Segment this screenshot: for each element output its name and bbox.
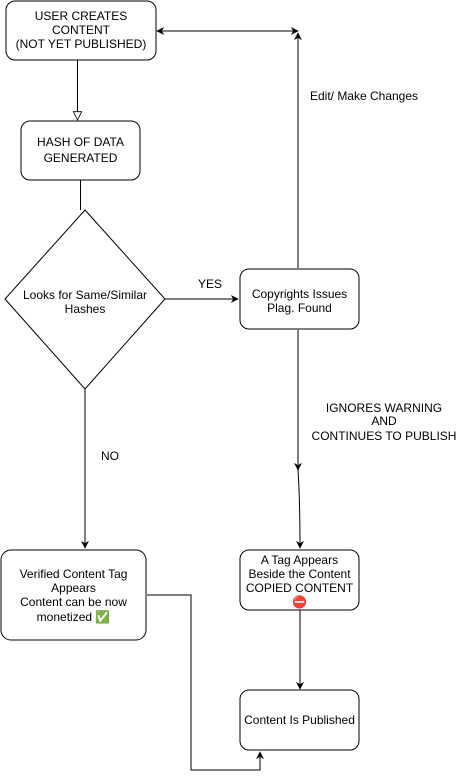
node-tag-appears-line-2: Beside the Content (248, 567, 351, 581)
node-hash-generated: HASH OF DATA GENERATED (20, 120, 141, 181)
node-copyright-issues-line-1: Copyrights Issues (252, 287, 347, 301)
node-verified-content-tag: Verified Content Tag Appears Content can… (0, 549, 147, 641)
node-hash-generated-line-1: HASH OF DATA (37, 135, 124, 149)
node-content-published-line-1: Content Is Published (244, 713, 355, 727)
node-user-creates-content: USER CREATES CONTENT (NOT YET PUBLISHED) (5, 0, 157, 61)
node-copyright-issues-line-2: Plag. Found (267, 301, 332, 315)
node-user-creates-content-line-1: USER CREATES (35, 9, 127, 23)
node-tag-appears: A Tag Appears Beside the Content COPIED … (239, 549, 360, 611)
edge-label-edit-changes: Edit/ Make Changes (310, 89, 418, 103)
edge-label-no: NO (101, 449, 119, 463)
node-user-creates-content-line-3: (NOT YET PUBLISHED) (16, 37, 147, 51)
node-tag-appears-line-3: COPIED CONTENT (246, 581, 354, 595)
edge-label-ignores-line-1: IGNORES WARNING (326, 401, 442, 415)
edge-label-ignores-line-2: AND (371, 414, 397, 428)
node-verified-content-tag-line-1: Verified Content Tag (20, 567, 128, 581)
node-verified-content-tag-line-4: monetized ✅ (37, 610, 111, 624)
edge-verified-to-published (147, 594, 264, 771)
node-copyright-issues: Copyrights Issues Plag. Found (239, 268, 360, 330)
node-looks-for-hashes-line-1: Looks for Same/Similar (23, 288, 147, 302)
node-tag-appears-line-4: ⛔ (292, 595, 307, 609)
node-hash-generated-line-2: GENERATED (44, 151, 118, 165)
node-looks-for-hashes: Looks for Same/Similar Hashes (4, 209, 166, 390)
node-user-creates-content-line-2: CONTENT (52, 23, 111, 37)
node-looks-for-hashes-line-2: Hashes (65, 302, 106, 316)
node-verified-content-tag-line-3: Content can be now (20, 595, 127, 609)
node-verified-content-tag-line-2: Appears (51, 581, 96, 595)
edge-ignores-warning (295, 330, 304, 549)
node-tag-appears-line-1: A Tag Appears (261, 553, 338, 567)
edge-label-ignores-line-3: CONTINUES TO PUBLISH (312, 429, 457, 443)
edge-label-yes: YES (198, 277, 222, 291)
node-content-published: Content Is Published (239, 689, 360, 751)
